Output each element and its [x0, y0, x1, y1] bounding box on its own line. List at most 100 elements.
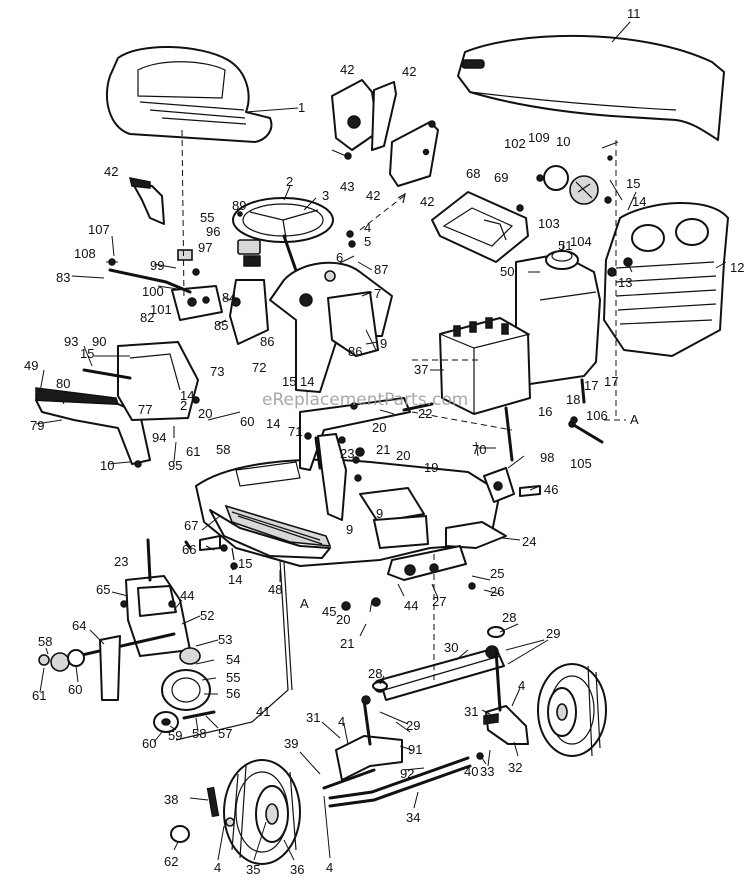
- callout-39: 39: [284, 736, 298, 751]
- callout-71: 71: [288, 424, 302, 439]
- callout-40: 40: [464, 764, 478, 779]
- callout-53: 53: [218, 632, 232, 647]
- callout-42: 42: [104, 164, 118, 179]
- callout-73: 73: [210, 364, 224, 379]
- callout-77: 77: [138, 402, 152, 417]
- callout-37: 37: [414, 362, 428, 377]
- hood: [457, 34, 725, 141]
- callout-41: 41: [256, 704, 270, 719]
- callout-55: 55: [226, 670, 240, 685]
- callout-20: 20: [336, 612, 350, 627]
- callout-59: 59: [168, 728, 182, 743]
- callout-25: 25: [490, 566, 504, 581]
- callout-62: 62: [164, 854, 178, 869]
- callout-4: 4: [338, 714, 345, 729]
- callout-103: 103: [538, 216, 560, 231]
- callout-26: 26: [490, 584, 504, 599]
- callout-20: 20: [372, 420, 386, 435]
- front-axle: [373, 645, 505, 701]
- callout-66: 66: [182, 542, 196, 557]
- callout-109: 109: [528, 130, 550, 145]
- callout-4: 4: [326, 860, 333, 875]
- callout-57: 57: [218, 726, 232, 741]
- chassis-frame: [195, 458, 507, 581]
- callout-9: 9: [380, 336, 387, 351]
- callout-10: 10: [100, 458, 114, 473]
- callout-4: 4: [214, 860, 221, 875]
- callout-20: 20: [396, 448, 410, 463]
- callout-70: 70: [472, 442, 486, 457]
- pulley-assembly: [38, 538, 216, 733]
- callout-92: 92: [400, 766, 414, 781]
- callout-60: 60: [142, 736, 156, 751]
- callout-14: 14: [632, 194, 646, 209]
- leader-lines: [35, 21, 727, 861]
- callout-87: 87: [374, 262, 388, 277]
- callout-107: 107: [88, 222, 110, 237]
- callout-86: 86: [260, 334, 274, 349]
- callout-14: 14: [228, 572, 242, 587]
- callout-58: 58: [192, 726, 206, 741]
- callout-44: 44: [180, 588, 194, 603]
- seat: [105, 45, 273, 143]
- callout-A: A: [630, 412, 639, 427]
- callout-1: 1: [298, 100, 305, 115]
- callout-46: 46: [544, 482, 558, 497]
- callout-9: 9: [346, 522, 353, 537]
- callout-96: 96: [206, 224, 220, 239]
- callout-5: 5: [364, 234, 371, 249]
- callout-69: 69: [494, 170, 508, 185]
- callout-43: 43: [340, 179, 354, 194]
- callout-100: 100: [142, 284, 164, 299]
- callout-44: 44: [404, 598, 418, 613]
- callout-21: 21: [340, 636, 354, 651]
- callout-84: 84: [222, 290, 236, 305]
- callout-79: 79: [30, 418, 44, 433]
- callout-42: 42: [340, 62, 354, 77]
- callout-35: 35: [246, 862, 260, 877]
- callout-14: 14: [180, 388, 194, 403]
- callout-42: 42: [420, 194, 434, 209]
- callout-28: 28: [502, 610, 516, 625]
- callout-67: 67: [184, 518, 198, 533]
- callout-68: 68: [466, 166, 480, 181]
- callout-58: 58: [216, 442, 230, 457]
- drag-links: [175, 547, 293, 741]
- callout-82: 82: [140, 310, 154, 325]
- callout-54: 54: [226, 652, 240, 667]
- callout-64: 64: [72, 618, 86, 633]
- callout-19: 19: [424, 460, 438, 475]
- callout-42: 42: [366, 188, 380, 203]
- callout-104: 104: [570, 234, 592, 249]
- callout-14: 14: [266, 416, 280, 431]
- steering-wheel: [232, 197, 334, 284]
- callout-4: 4: [518, 678, 525, 693]
- callout-86: 86: [348, 344, 362, 359]
- callout-56: 56: [226, 686, 240, 701]
- callout-50: 50: [500, 264, 514, 279]
- callout-55: 55: [200, 210, 214, 225]
- callout-2: 2: [180, 398, 187, 413]
- callout-42: 42: [402, 64, 416, 79]
- callout-9: 9: [376, 506, 383, 521]
- callout-14: 14: [300, 374, 314, 389]
- callout-99: 99: [150, 258, 164, 273]
- callout-29: 29: [546, 626, 560, 641]
- callout-12: 12: [730, 260, 744, 275]
- callout-80: 80: [56, 376, 70, 391]
- callout-98: 98: [540, 450, 554, 465]
- callout-101: 101: [150, 302, 172, 317]
- callout-6: 6: [336, 250, 343, 265]
- left-pedal-assembly: [35, 249, 223, 465]
- callout-94: 94: [152, 430, 166, 445]
- callout-51: 51: [558, 238, 572, 253]
- tie-rod: [328, 756, 472, 808]
- steering-column-frame: [299, 397, 434, 521]
- callout-17: 17: [604, 374, 618, 389]
- callout-20: 20: [198, 406, 212, 421]
- callout-15: 15: [626, 176, 640, 191]
- callout-90: 90: [92, 334, 106, 349]
- callout-108: 108: [74, 246, 96, 261]
- callout-15: 15: [282, 374, 296, 389]
- grille: [543, 165, 729, 357]
